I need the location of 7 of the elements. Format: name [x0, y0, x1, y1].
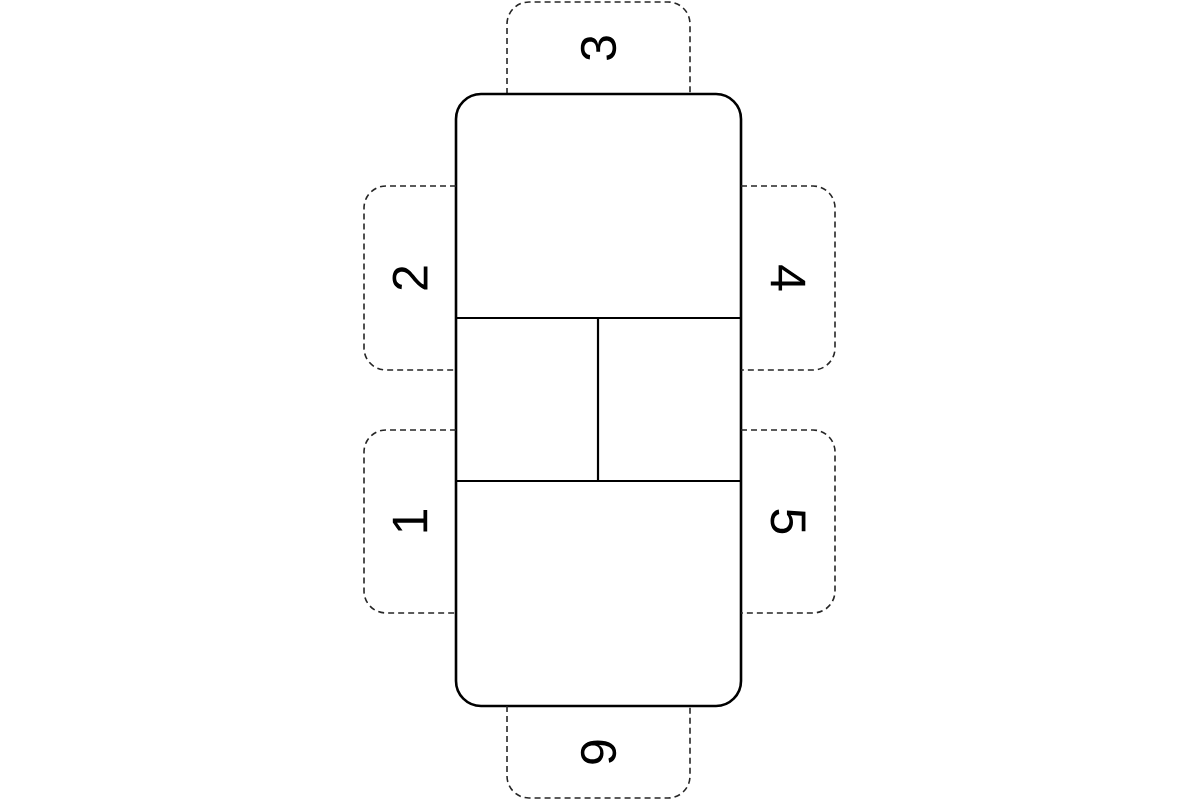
seat: 3 — [506, 1, 691, 95]
table — [454, 92, 743, 708]
seat: 4 — [740, 185, 836, 371]
seat: 2 — [363, 185, 457, 371]
seat: 6 — [506, 705, 691, 799]
seat: 1 — [363, 429, 457, 614]
seat: 5 — [740, 429, 836, 614]
